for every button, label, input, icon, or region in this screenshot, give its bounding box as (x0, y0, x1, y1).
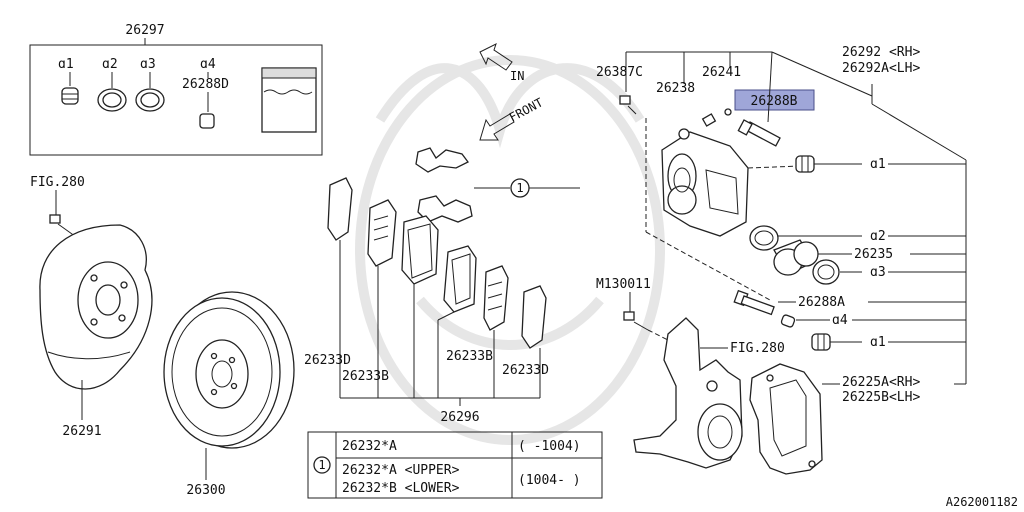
small-pin-icon (780, 314, 796, 328)
table-row1-range: ( -1004) (518, 439, 581, 454)
table-ref-number: 1 (318, 458, 325, 472)
highlight-box (734, 89, 815, 111)
caliper-rh-label[interactable]: 26292 <RH> (842, 45, 920, 60)
kit-a4-label[interactable]: ɑ4 (200, 57, 216, 72)
support-lh-label[interactable]: 26225B<LH> (842, 390, 920, 405)
shim-26233d-right[interactable]: 26233D (502, 363, 549, 378)
boot-part-lower (811, 333, 831, 351)
kit-part-number[interactable]: 26297 (125, 23, 164, 38)
caliper-group: 26387C 26241 26238 26288B 26292 <RH> 262… (596, 45, 967, 384)
caliper-body-part (661, 128, 749, 237)
guide-pin-icon (737, 119, 781, 147)
kit-box (29, 44, 323, 156)
support-bolt-icon (623, 311, 649, 331)
piston-seal-part (135, 88, 165, 112)
caliper-a1-label[interactable]: ɑ1 (870, 157, 886, 172)
inner-shim-right (483, 265, 509, 331)
highlighted-part-26288b[interactable]: 26288B (734, 89, 815, 111)
table-ref-circle (313, 456, 331, 474)
pin-part (199, 113, 215, 129)
pad-set-part-number[interactable]: 26296 (440, 410, 479, 425)
shield-part-number[interactable]: 26291 (62, 424, 101, 439)
caliper-a3-label[interactable]: ɑ3 (870, 265, 886, 280)
table-row2-range: (1004- ) (518, 473, 581, 488)
rotor-part-number[interactable]: 26300 (186, 483, 225, 498)
caliper-a1-lower-label[interactable]: ɑ1 (870, 335, 886, 350)
lower-guide-pin-icon (733, 289, 775, 316)
pad-set-group: 1 (304, 147, 580, 425)
seal-ring-part (97, 88, 127, 112)
support-rh-label[interactable]: 26225A<RH> (842, 375, 920, 390)
brake-pad-right (443, 245, 477, 313)
dust-shield-part (39, 224, 153, 390)
bleeder-bolt-icon (619, 95, 637, 115)
steering-knuckle-part (633, 317, 743, 469)
pad-part-table: 1 26232*A ( -1004) 26232*A <UPPER> 26232… (307, 431, 603, 499)
shim-26233d-left[interactable]: 26233D (304, 353, 351, 368)
outer-shim-right (521, 285, 547, 349)
piston-seal-ring (749, 225, 779, 251)
caliper-a4-label[interactable]: ɑ4 (832, 313, 848, 328)
backing-plate-group: FIG.280 26291 (30, 175, 153, 439)
in-direction-label: IN (510, 69, 524, 83)
piston-boot-ring (812, 259, 840, 285)
brake-pad-left (401, 215, 439, 285)
table-row1-part[interactable]: 26232*A (342, 439, 397, 454)
caliper-lh-label[interactable]: 26292A<LH> (842, 61, 920, 76)
bleeder-cap-part-number[interactable]: 26387C (596, 65, 643, 80)
knuckle-group: M130011 FIG.280 26225A<RH> 26225B<LH> (596, 277, 966, 475)
caliper-a2-label[interactable]: ɑ2 (870, 229, 886, 244)
boot-part (61, 87, 79, 105)
grease-packet (261, 67, 317, 133)
outer-shim-left (327, 177, 353, 241)
brake-rotor-part (163, 291, 295, 449)
inner-shim-left (367, 199, 397, 267)
boot-part-upper (795, 155, 815, 173)
brake-rotor-group: 26300 (163, 291, 295, 498)
piston-part (773, 239, 819, 276)
kit-pin-part-number[interactable]: 26288D (182, 77, 229, 92)
pad-clip-upper (415, 147, 469, 173)
bleeder-screw-part-number[interactable]: 26241 (702, 65, 741, 80)
callout-1-number[interactable]: 1 (516, 181, 523, 195)
in-arrow-icon: IN (479, 43, 524, 83)
catalog-id: A262001182 (946, 495, 1018, 509)
seal-kit-group: 26297 ɑ1 ɑ2 ɑ3 ɑ4 26288D (29, 23, 323, 156)
piston-part-number[interactable]: 26235 (854, 247, 893, 262)
guide-pin-part-number[interactable]: 26288B (751, 94, 798, 109)
table-row2-part-lower[interactable]: 26232*B <LOWER> (342, 481, 460, 496)
knuckle-fig280-ref[interactable]: FIG.280 (730, 341, 785, 356)
bushing-part-number[interactable]: 26238 (656, 81, 695, 96)
kit-a3-label[interactable]: ɑ3 (140, 57, 156, 72)
shim-26233b-left[interactable]: 26233B (342, 369, 389, 384)
lower-guide-pin-part-number[interactable]: 26288A (798, 295, 845, 310)
bleeder-screw-icon (701, 108, 732, 127)
shim-26233b-right[interactable]: 26233B (446, 349, 493, 364)
caliper-support-part (749, 363, 823, 475)
bolt-icon (49, 214, 73, 235)
fig280-top-ref[interactable]: FIG.280 (30, 175, 85, 190)
kit-a2-label[interactable]: ɑ2 (102, 57, 118, 72)
kit-a1-label[interactable]: ɑ1 (58, 57, 74, 72)
table-row2-part-upper[interactable]: 26232*A <UPPER> (342, 463, 460, 478)
support-bolt-part-number[interactable]: M130011 (596, 277, 651, 292)
